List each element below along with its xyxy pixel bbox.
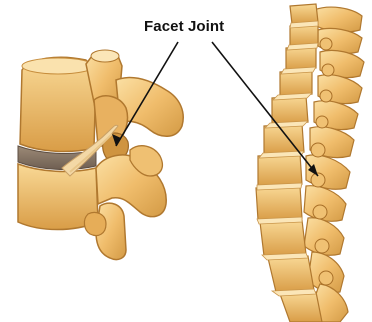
lumbar-vertebrae-segment-icon (18, 50, 183, 260)
spinal-column-side-view-icon (256, 4, 364, 322)
inferior-articular-process (84, 212, 106, 235)
facet-joint-label: Facet Joint (144, 18, 224, 35)
